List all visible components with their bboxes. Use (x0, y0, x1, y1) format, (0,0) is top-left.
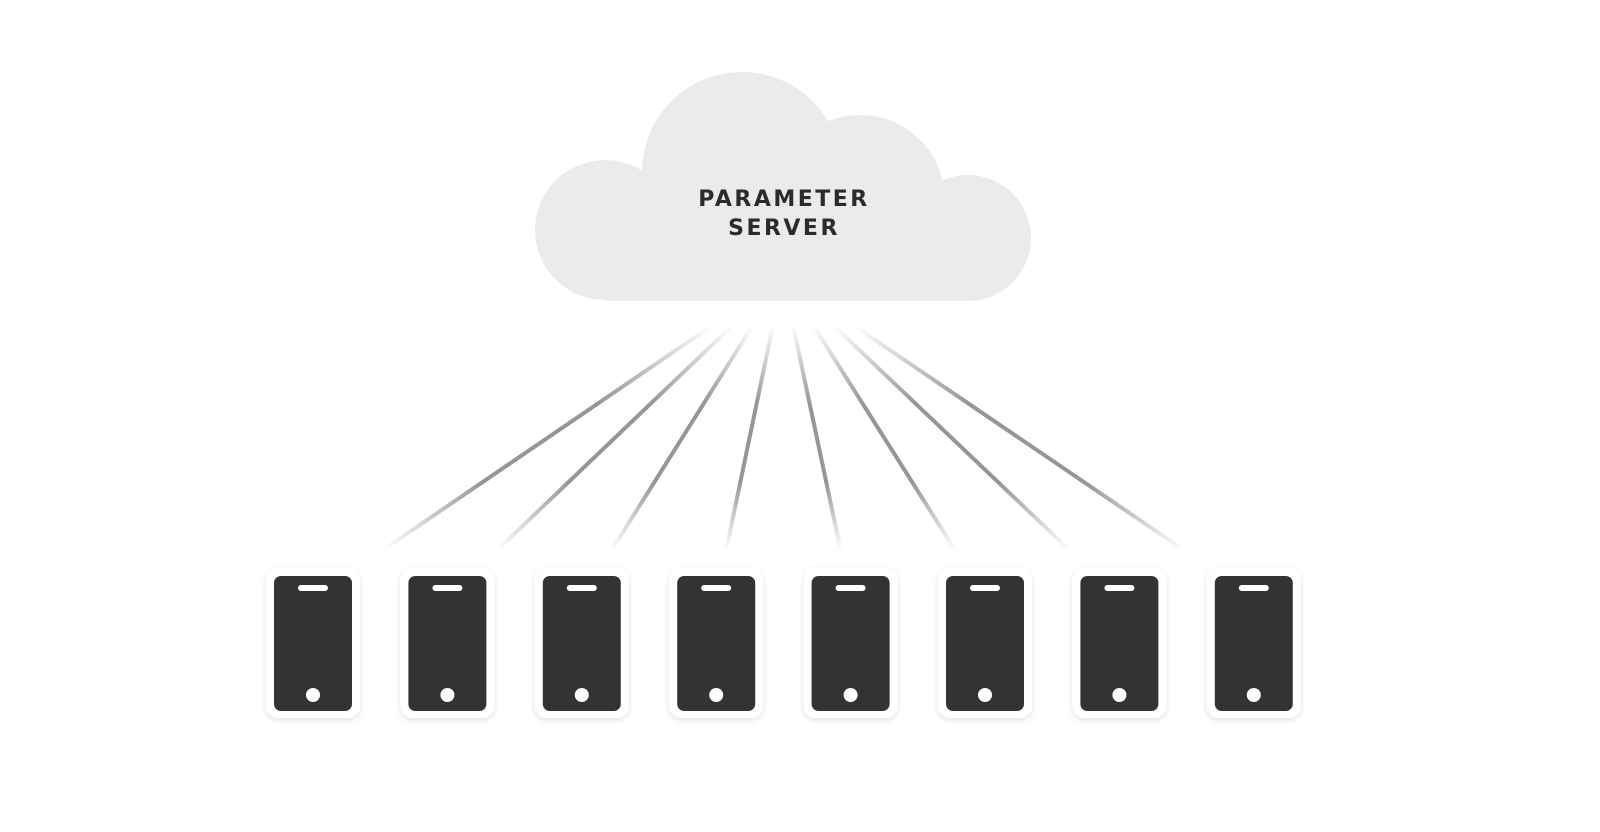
connection-line (610, 323, 755, 552)
phone-icon (266, 568, 360, 718)
device-row (266, 568, 1301, 718)
connection-line (851, 323, 1185, 552)
phone-icon (400, 568, 495, 718)
connection-line (381, 323, 715, 552)
server-label-line1: PARAMETER (698, 187, 870, 212)
connection-line (811, 323, 957, 552)
phone-icon (534, 568, 629, 718)
phone-icon (1206, 568, 1301, 718)
connection-line (496, 323, 735, 552)
connection-line (831, 323, 1071, 552)
connection-line (724, 324, 775, 551)
cloud-icon (535, 72, 1031, 301)
phone-icon (669, 568, 764, 718)
phone-icon (803, 568, 898, 718)
connection-line (791, 324, 843, 551)
connection-lines (381, 323, 1185, 552)
phone-icon (938, 568, 1032, 718)
phone-icon (1072, 568, 1167, 718)
server-label-line2: SERVER (728, 216, 840, 241)
